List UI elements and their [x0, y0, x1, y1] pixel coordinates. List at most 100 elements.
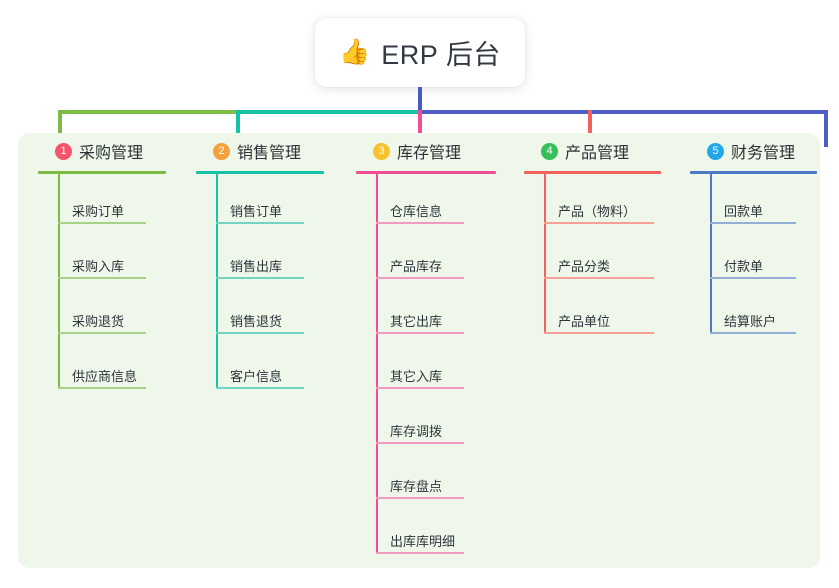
branch-item-rule: [710, 332, 796, 334]
branch-header-5[interactable]: 5 财务管理: [690, 133, 820, 169]
branch-column-3: 3 库存管理仓库信息产品库存其它出库其它入库库存调拨库存盘点出库库明细: [356, 133, 524, 559]
branch-item[interactable]: 客户信息: [196, 339, 356, 394]
branch-column-5: 5 财务管理回款单付款单结算账户: [690, 133, 820, 339]
branch-item[interactable]: 付款单: [690, 229, 820, 284]
bus-connector-green: [58, 110, 238, 114]
branch-item[interactable]: 仓库信息: [356, 174, 524, 229]
branch-item-list: 产品（物料） 产品分类产品单位: [524, 174, 690, 339]
branch-header-rule: [38, 171, 166, 174]
branch-item[interactable]: 回款单: [690, 174, 820, 229]
branch-item-label: 销售订单: [230, 204, 283, 219]
branch-item[interactable]: 结算账户: [690, 284, 820, 339]
branch-item-list: 采购订单采购入库采购退货供应商信息: [38, 174, 201, 394]
branch-item[interactable]: 库存盘点: [356, 449, 524, 504]
branch-item-label: 其它出库: [390, 314, 443, 329]
branch-item-label: 产品库存: [390, 259, 443, 274]
bus-connector-blue: [418, 110, 828, 114]
branch-title: 产品管理: [565, 145, 630, 162]
branch-item[interactable]: 产品分类: [524, 229, 690, 284]
branch-item-rule: [216, 387, 304, 389]
branch-index-badge: 5: [707, 142, 724, 160]
branch-item[interactable]: 采购入库: [38, 229, 201, 284]
branch-item[interactable]: 采购订单: [38, 174, 201, 229]
branch-spine: [544, 174, 546, 334]
branch-title: 库存管理: [397, 145, 462, 162]
branch-drop-connector-2: [236, 110, 240, 147]
branch-drop-connector-3: [418, 110, 422, 147]
branch-header-2[interactable]: 2 销售管理: [196, 133, 356, 169]
branch-item-label: 回款单: [724, 204, 764, 219]
branch-item-rule: [376, 277, 464, 279]
branch-item-label: 库存盘点: [390, 479, 443, 494]
branch-item[interactable]: 出库库明细: [356, 504, 524, 559]
branch-item[interactable]: 其它入库: [356, 339, 524, 394]
branch-item[interactable]: 产品（物料）: [524, 174, 690, 229]
branch-title: 财务管理: [731, 145, 796, 162]
branch-item-rule: [376, 442, 464, 444]
branch-header-4[interactable]: 4 产品管理: [524, 133, 690, 169]
branch-item[interactable]: 采购退货: [38, 284, 201, 339]
branch-spine: [216, 174, 218, 389]
branch-header-rule: [356, 171, 496, 174]
branch-column-2: 2 销售管理销售订单销售出库销售退货客户信息: [196, 133, 356, 394]
branch-item-list: 销售订单销售出库销售退货客户信息: [196, 174, 356, 394]
branch-header-rule: [196, 171, 324, 174]
branch-item[interactable]: 销售订单: [196, 174, 356, 229]
branch-index-badge: 4: [541, 142, 558, 160]
branch-item-list: 回款单付款单结算账户: [690, 174, 820, 339]
branch-item-rule: [544, 222, 654, 224]
branch-item-rule: [376, 552, 464, 554]
page-title: ERP 后台: [381, 40, 501, 70]
branch-item-rule: [216, 222, 304, 224]
branch-item-label: 客户信息: [230, 369, 283, 384]
bus-connector-teal: [236, 110, 420, 114]
branch-item-rule: [216, 277, 304, 279]
branch-drop-connector-4: [588, 110, 592, 147]
branch-item-rule: [376, 222, 464, 224]
branch-spine: [710, 174, 712, 334]
branch-item-rule: [58, 277, 146, 279]
branch-item-label: 产品单位: [558, 314, 611, 329]
branch-item-rule: [376, 387, 464, 389]
root-node-card[interactable]: 👍 ERP 后台: [315, 18, 525, 87]
branch-item-label: 销售出库: [230, 259, 283, 274]
branch-header-3[interactable]: 3 库存管理: [356, 133, 524, 169]
branch-item-rule: [544, 277, 654, 279]
branch-column-1: 1 采购管理采购订单采购入库采购退货供应商信息: [38, 133, 201, 394]
branch-index-badge: 2: [213, 142, 230, 160]
branch-drop-connector-1: [58, 110, 62, 147]
branch-item[interactable]: 供应商信息: [38, 339, 201, 394]
branch-item-label: 采购入库: [72, 259, 125, 274]
branch-item-rule: [58, 222, 146, 224]
branch-item[interactable]: 产品库存: [356, 229, 524, 284]
branch-item-rule: [544, 332, 654, 334]
branch-column-4: 4 产品管理产品（物料） 产品分类产品单位: [524, 133, 690, 339]
branch-item-rule: [58, 332, 146, 334]
branch-header-1[interactable]: 1 采购管理: [38, 133, 201, 169]
branches-panel: [18, 133, 820, 568]
branch-item-label: 采购退货: [72, 314, 125, 329]
branch-item[interactable]: 销售出库: [196, 229, 356, 284]
branch-index-badge: 3: [373, 142, 390, 160]
branch-item[interactable]: 其它出库: [356, 284, 524, 339]
branch-item-rule: [376, 332, 464, 334]
branch-title: 采购管理: [79, 145, 144, 162]
branch-item[interactable]: 销售退货: [196, 284, 356, 339]
branch-item-label: 产品分类: [558, 259, 611, 274]
branch-item[interactable]: 产品单位: [524, 284, 690, 339]
branch-item-label: 出库库明细: [390, 534, 456, 549]
branch-title: 销售管理: [237, 145, 302, 162]
branch-item-label: 供应商信息: [72, 369, 138, 384]
thumbs-up-icon: 👍: [339, 38, 371, 66]
branch-item-label: 销售退货: [230, 314, 283, 329]
branch-item-label: 仓库信息: [390, 204, 443, 219]
root-node-content: 👍 ERP 后台: [339, 33, 501, 72]
branch-index-badge: 1: [55, 142, 72, 160]
branch-item-list: 仓库信息产品库存其它出库其它入库库存调拨库存盘点出库库明细: [356, 174, 524, 559]
branch-item-label: 付款单: [724, 259, 764, 274]
branch-header-rule: [524, 171, 661, 174]
branch-item-label: 产品（物料）: [558, 204, 637, 219]
branch-header-rule: [690, 171, 817, 174]
branch-item-label: 采购订单: [72, 204, 125, 219]
branch-item[interactable]: 库存调拨: [356, 394, 524, 449]
